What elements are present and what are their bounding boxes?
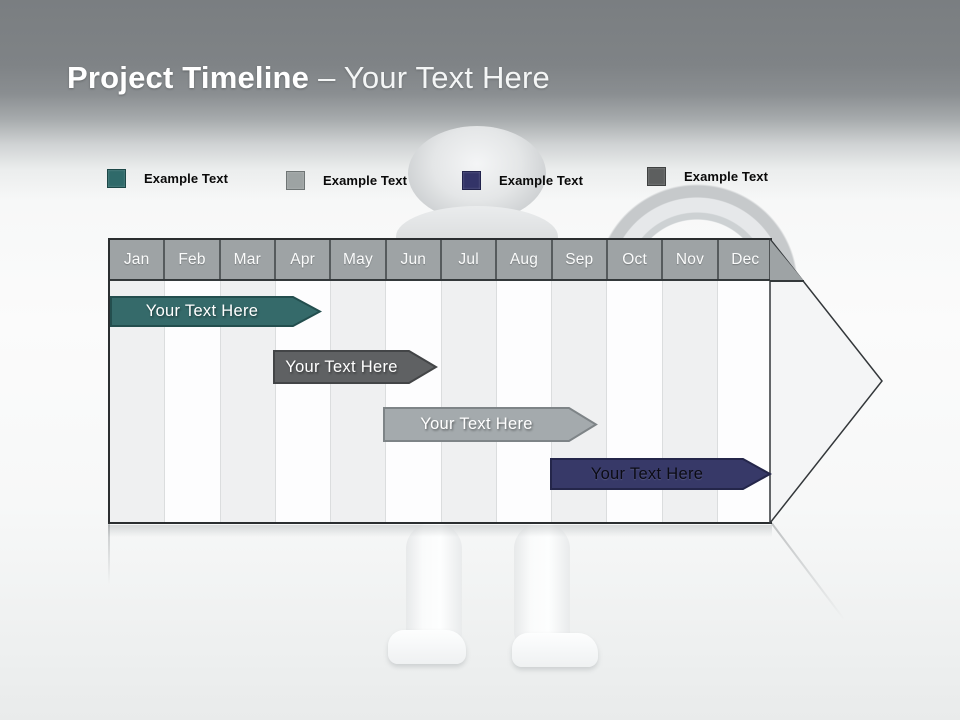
column-jun [385, 281, 441, 522]
month-cell-aug: Aug [495, 240, 550, 279]
timeline-arrow-table: Jan Feb Mar Apr May Jun Jul Aug Sep Oct … [108, 238, 892, 524]
table-left-reflection [108, 524, 110, 584]
month-cell-nov: Nov [661, 240, 716, 279]
month-cell-mar: Mar [218, 240, 274, 279]
task-bar-4-shape [550, 458, 772, 490]
month-header-row: Jan Feb Mar Apr May Jun Jul Aug Sep Oct … [110, 240, 772, 281]
legend-swatch-teal-icon [107, 169, 126, 188]
column-aug [495, 281, 551, 522]
arrow-tip [769, 238, 883, 524]
page-title[interactable]: Project Timeline– Your Text Here [67, 60, 550, 96]
figure-right-leg-shape [514, 523, 570, 643]
column-may [330, 281, 386, 522]
month-cell-apr: Apr [273, 240, 329, 279]
title-main: Project Timeline [67, 60, 310, 95]
title-placeholder: – Your Text Here [318, 60, 550, 95]
figure-right-foot-shape [512, 633, 598, 667]
legend-label-4[interactable]: Example Text [684, 169, 769, 184]
legend-swatch-darkgray-icon [647, 167, 666, 186]
task-bar-2-shape [273, 350, 438, 384]
legend-item-1: Example Text [107, 168, 228, 189]
table-reflection [108, 525, 772, 537]
task-bar-1[interactable]: Your Text Here [110, 296, 322, 327]
task-bar-2[interactable]: Your Text Here [273, 350, 438, 384]
month-cell-jul: Jul [439, 240, 495, 279]
task-bar-3[interactable]: Your Text Here [383, 407, 598, 442]
month-cell-may: May [329, 240, 384, 279]
month-cell-jun: Jun [384, 240, 440, 279]
legend-item-4: Example Text [647, 166, 768, 187]
legend-label-2[interactable]: Example Text [323, 173, 408, 188]
month-cell-feb: Feb [163, 240, 218, 279]
month-cell-sep: Sep [550, 240, 606, 279]
month-cell-dec: Dec [716, 240, 772, 279]
month-cell-oct: Oct [605, 240, 661, 279]
task-bar-1-shape [110, 296, 322, 327]
legend-item-3: Example Text [462, 170, 583, 191]
task-bar-4-label[interactable]: Your Text Here [590, 464, 704, 483]
figure-left-leg-shape [406, 523, 462, 643]
task-bar-3-label[interactable]: Your Text Here [420, 415, 533, 433]
legend-label-3[interactable]: Example Text [499, 173, 584, 188]
legend-label-1[interactable]: Example Text [144, 171, 229, 186]
legend-swatch-gray-icon [286, 171, 305, 190]
task-bar-4[interactable]: Your Text Here [550, 458, 772, 490]
arrow-tip-reflection [771, 522, 845, 620]
task-bar-2-label[interactable]: Your Text Here [285, 357, 398, 376]
column-jul [440, 281, 496, 522]
task-bar-3-shape [383, 407, 598, 442]
figure-left-foot-shape [388, 630, 466, 664]
month-cell-jan: Jan [123, 250, 150, 268]
legend-item-2: Example Text [286, 170, 407, 191]
task-bar-1-label[interactable]: Your Text Here [145, 302, 259, 320]
legend-swatch-navy-icon [462, 171, 481, 190]
